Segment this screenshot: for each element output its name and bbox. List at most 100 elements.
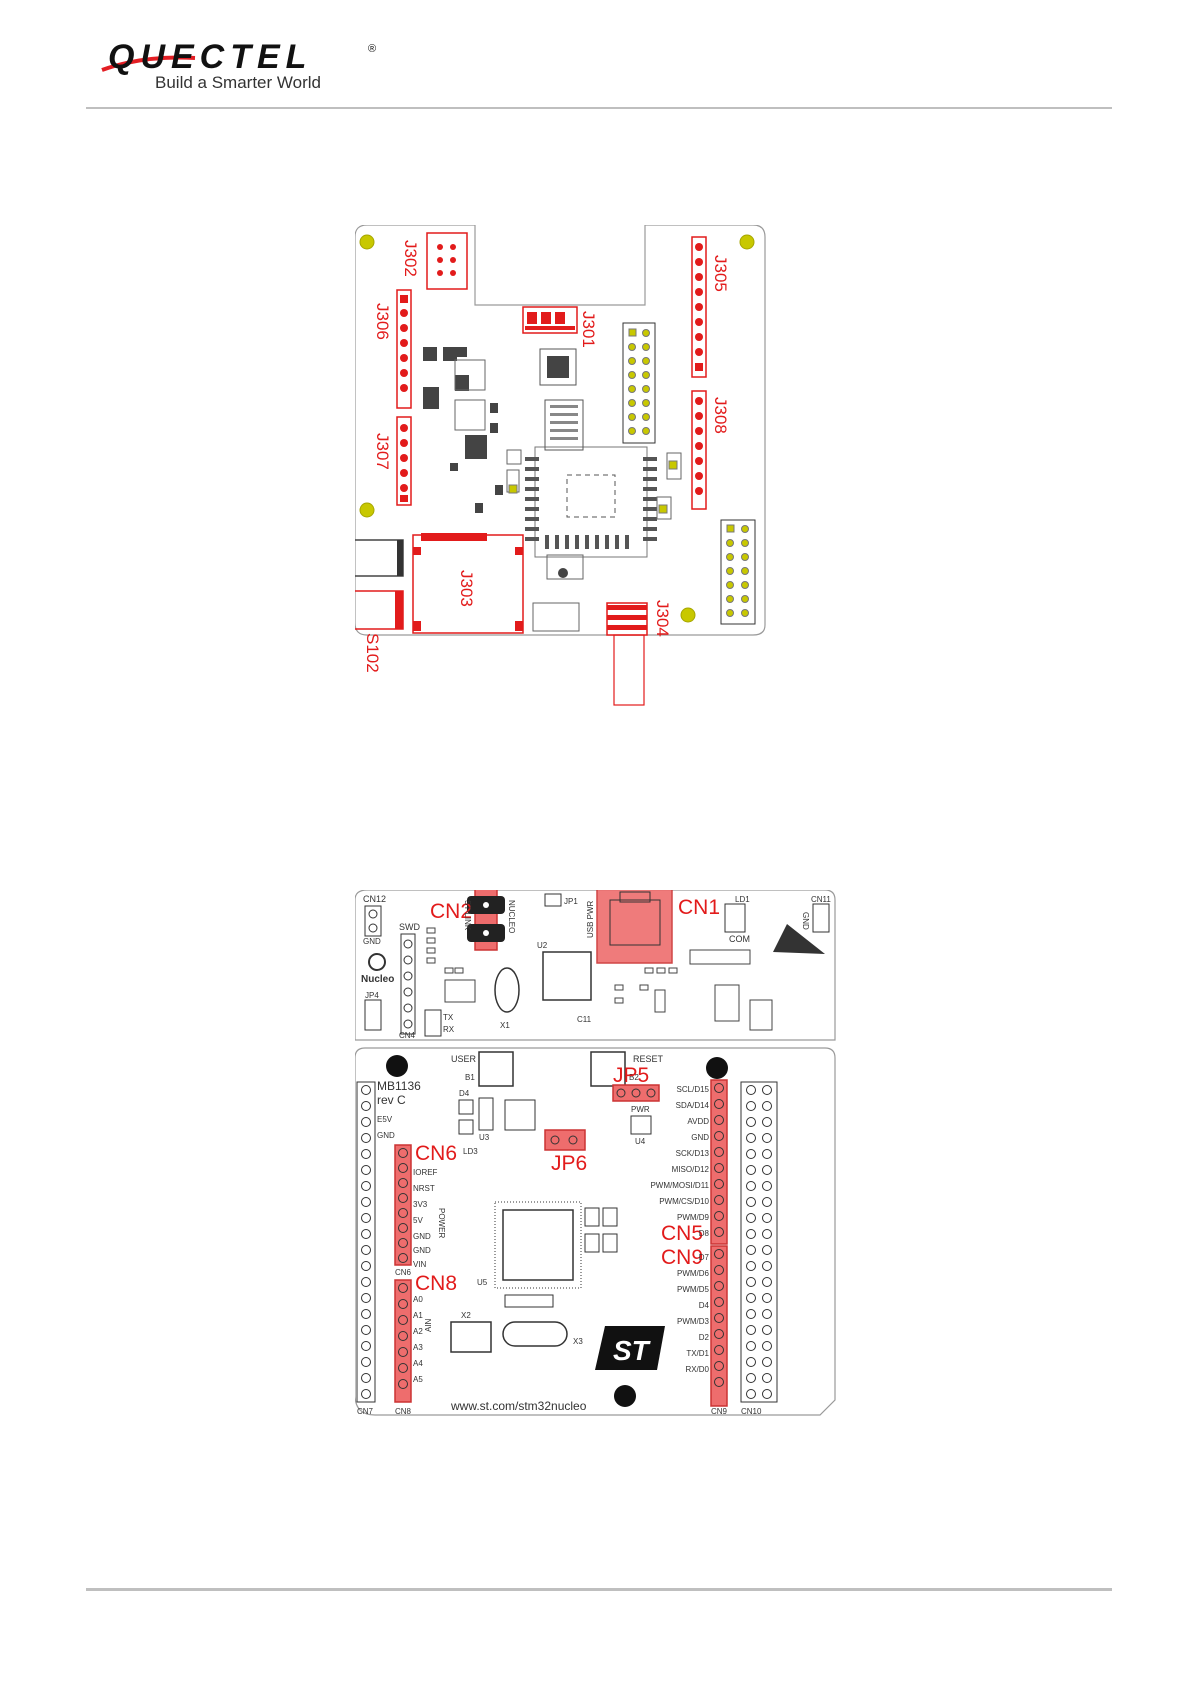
header-pin (361, 1117, 371, 1127)
jp6-jumper[interactable] (544, 1129, 586, 1151)
silk-ioref: IOREF (413, 1168, 438, 1177)
header-pin (714, 1083, 724, 1093)
header-pin (762, 1229, 772, 1239)
j306-header (396, 289, 412, 409)
silk-sda-d14: SDA/D14 (676, 1101, 710, 1110)
header-pin (762, 1325, 772, 1335)
header-pin (361, 1261, 371, 1271)
silk-st-link: ST-LINK (463, 900, 472, 931)
board1-diagram: J302 J305 J306 J301 J307 J308 (355, 225, 766, 706)
label-j302: J302 (401, 240, 420, 277)
callout-cn5: CN5 (661, 1222, 703, 1245)
silk-avdd: AVDD (687, 1117, 709, 1126)
header-pin (746, 1213, 756, 1223)
label-j307: J307 (373, 433, 392, 470)
header-pin (746, 1085, 756, 1095)
silk-gnd2: GND (413, 1246, 431, 1255)
header-pin (746, 1245, 756, 1255)
silk-u2: U2 (537, 941, 548, 950)
silk-cs-d10: PWM/CS/D10 (659, 1197, 709, 1206)
header-pin (746, 1117, 756, 1127)
user-button-b1[interactable] (478, 1051, 514, 1087)
silk-tx-d1: TX/D1 (686, 1349, 709, 1358)
header-pin (746, 1165, 756, 1175)
ic-qfn (539, 348, 577, 386)
header-pin (762, 1181, 772, 1191)
silk-power: POWER (437, 1208, 446, 1238)
callout-jp5: JP5 (613, 1064, 649, 1087)
cn5-header[interactable] (710, 1079, 728, 1245)
cn10-header (740, 1081, 778, 1403)
header-pin (746, 1309, 756, 1319)
header-pin (762, 1357, 772, 1367)
callout-jp6: JP6 (551, 1152, 587, 1175)
silk-gnd-left: GND (377, 1131, 395, 1140)
header-pin (762, 1341, 772, 1351)
jp5-jumper[interactable] (612, 1084, 660, 1102)
header-pin (714, 1163, 724, 1173)
cn1-usb[interactable] (596, 890, 673, 964)
header-pin (714, 1297, 724, 1307)
st-logo-letters: ST (613, 1335, 652, 1366)
header-pin (361, 1085, 371, 1095)
cn9-header[interactable] (710, 1245, 728, 1407)
silk-cn6: CN6 (395, 1268, 412, 1277)
silk-b2: B2 (629, 1073, 639, 1082)
header-pin (714, 1115, 724, 1125)
silk-a5: A5 (413, 1375, 423, 1384)
mount-hole (739, 234, 755, 250)
header-pin (398, 1238, 408, 1248)
header-pin (398, 1253, 408, 1263)
header-pin (746, 1277, 756, 1287)
label-j305: J305 (711, 255, 730, 292)
callout-cn8: CN8 (415, 1272, 457, 1295)
header-pin (746, 1133, 756, 1143)
header-pin (714, 1131, 724, 1141)
silk-nrst: NRST (413, 1184, 435, 1193)
silk-cn11: CN11 (811, 895, 831, 904)
cn7-header (356, 1081, 376, 1403)
silk-cn8: CN8 (395, 1407, 412, 1416)
header-pin (361, 1197, 371, 1207)
gray-header-right (720, 519, 756, 625)
silk-rx: RX (443, 1025, 455, 1034)
header-pin (746, 1101, 756, 1111)
silk-gnd1: GND (413, 1232, 431, 1241)
header-pin (398, 1299, 408, 1309)
silk-scl-d15: SCL/D15 (677, 1085, 710, 1094)
header-pin (361, 1149, 371, 1159)
silk-cn9: CN9 (711, 1407, 728, 1416)
silk-x1: X1 (500, 1021, 510, 1030)
j305-header (691, 236, 707, 378)
header-pin (714, 1377, 724, 1387)
header-pin (762, 1213, 772, 1223)
header-pin (714, 1195, 724, 1205)
header-pin (714, 1345, 724, 1355)
silk-x3: X3 (573, 1337, 583, 1346)
silk-u5: U5 (477, 1278, 488, 1287)
j308-header (691, 390, 707, 510)
board2-diagram: CN1 USB PWR CN2 ST-LINK NUCLEO CN12 GND … (355, 890, 836, 1416)
header-pin (361, 1357, 371, 1367)
silk-c11: C11 (577, 1015, 592, 1024)
nucleo-flower-icon (368, 953, 386, 971)
header-pin (762, 1085, 772, 1095)
header-pin (361, 1293, 371, 1303)
silk-jp4: JP4 (365, 991, 379, 1000)
silk-url: www.st.com/stm32nucleo (450, 1399, 587, 1413)
center-module (534, 446, 648, 558)
header-pin (714, 1313, 724, 1323)
header-pin (762, 1133, 772, 1143)
header-pin (398, 1208, 408, 1218)
silk-swd: SWD (399, 922, 420, 932)
reset-button-b2[interactable] (590, 1051, 626, 1087)
mount-hole-bottom (614, 1385, 636, 1407)
ic-tssop (544, 399, 584, 451)
cn6-header[interactable] (394, 1144, 412, 1266)
board2-top-outline (355, 890, 836, 1041)
silk-rx-d0: RX/D0 (685, 1365, 709, 1374)
esd-warning-icon (773, 924, 825, 954)
header-pin (762, 1149, 772, 1159)
st-logo (595, 1326, 665, 1370)
silk-d4-led: D4 (459, 1089, 470, 1098)
